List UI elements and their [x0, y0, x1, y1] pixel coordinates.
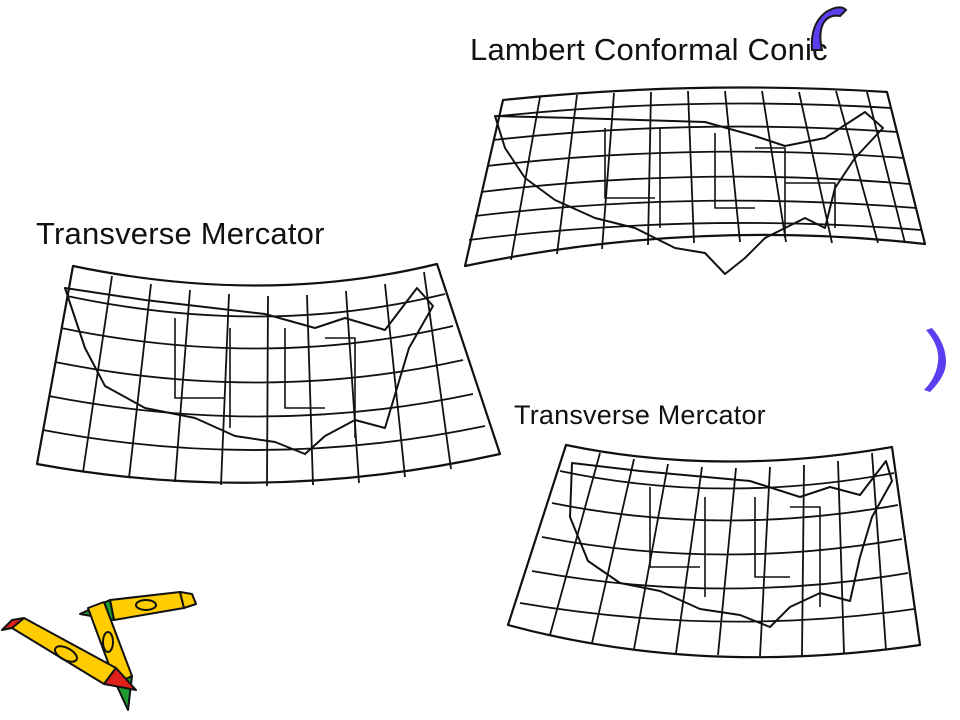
graticule-parallels [468, 102, 922, 241]
map-outline [506, 443, 922, 659]
us-outline [64, 287, 434, 455]
purple-bracket-icon [924, 328, 946, 392]
lambert-conformal-conic-map [463, 86, 927, 275]
state-borders [649, 487, 821, 607]
transverse-mercator-map-left [35, 262, 502, 487]
us-outline [494, 111, 884, 275]
transverse-mercator-map-right [506, 443, 922, 659]
graticule-meridians [510, 90, 906, 261]
state-borders [604, 128, 836, 238]
graticule-parallels [519, 470, 915, 623]
state-borders [174, 318, 356, 438]
transverse-mercator-title-right: Transverse Mercator [514, 400, 766, 430]
us-outline [569, 460, 893, 628]
graticule-parallels [42, 293, 486, 451]
map-outline [35, 262, 502, 484]
crayon-icon [1, 617, 137, 691]
transverse-mercator-title-left: Transverse Mercator [36, 216, 325, 251]
lambert-conformal-conic-title: Lambert Conformal Conic [470, 32, 828, 67]
crayons-clipart [1, 591, 197, 711]
graticule-meridians [82, 271, 452, 487]
map-outline [463, 86, 927, 268]
purple-curl-icon [810, 6, 848, 51]
